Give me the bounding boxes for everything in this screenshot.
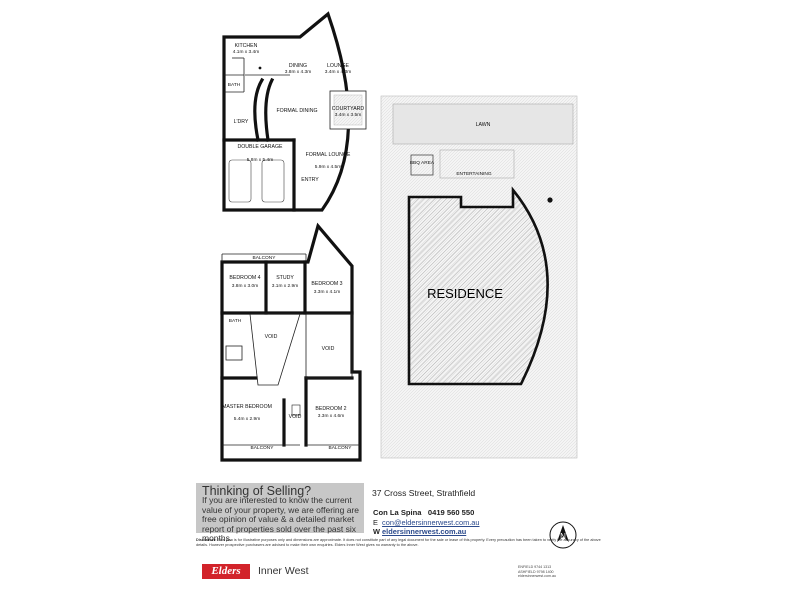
ff-void-1-label: VOID [265,334,278,340]
site-bbq-label: BBQ AREA [410,160,435,166]
office-contacts: ENFIELD 9744 1313 ASHFIELD 9798 1400 eld… [518,565,556,579]
ff-bedroom2-label: BEDROOM 2 [315,406,346,412]
agent-email-link[interactable]: con@eldersinnerwest.com.au [382,518,480,527]
ff-bedroom3-label: BEDROOM 3 [311,281,342,287]
elders-logo: Elders [202,564,250,579]
ff-master-dims: 5.4m x 2.9m [234,416,260,422]
agency-website-link[interactable]: eldersinnerwest.com.au [382,527,467,536]
gf-lounge-label: LOUNGE [327,63,349,69]
ff-balcony-right-label: BALCONY [329,445,353,451]
site-residence-label: RESIDENCE [427,286,503,301]
disclaimer: Disclaimer: This plan is for illustrativ… [196,538,606,547]
gf-laundry-label: L'DRY [234,119,249,125]
disclaimer-text: This plan is for illustrative purposes o… [196,538,601,547]
ff-bedroom3-dims: 3.3m x 4.1m [314,289,340,295]
brand-name: Inner West [258,565,309,577]
office-3: eldersinnerwest.com.au [518,574,556,578]
gf-dining-label: DINING [289,63,307,69]
ff-study-label: STUDY [276,275,294,281]
ff-void-3-label: VOID [289,414,302,420]
ff-balcony-left-label: BALCONY [251,445,275,451]
web-prefix: W [373,527,380,536]
ff-bath-label: BATH [229,318,242,324]
agency-website-line: W eldersinnerwest.com.au [373,527,466,536]
gf-courtyard-dims: 3.4m x 3.5m [335,112,361,118]
office-1: ENFIELD 9744 1313 [518,565,552,569]
ff-master-label: MASTER BEDROOM [222,404,272,410]
north-compass-icon: N [549,521,577,549]
agent-contact: Con La Spina 0419 560 550 [373,508,474,517]
gf-garage-label: DOUBLE GARAGE [238,144,284,150]
ff-balcony-top-label: BALCONY [253,255,277,261]
agent-name: Con La Spina [373,508,422,517]
promo-box [196,483,364,533]
gf-courtyard-label: COURTYARD [332,106,365,112]
ff-bedroom4-dims: 3.8m x 3.0m [232,283,258,289]
ff-void-2-label: VOID [322,346,335,352]
promo-title: Thinking of Selling? [202,484,312,498]
site-entertaining-label: ENTERTAINING [456,171,492,177]
agent-phone: 0419 560 550 [427,508,475,517]
site-plan: LAWN BBQ AREA ENTERTAINING RESIDENCE [380,95,578,459]
gf-kitchen-label: KITCHEN [235,43,258,49]
ff-bedroom2-dims: 3.3m x 4.6m [318,413,344,419]
first-floor-plan: BALCONY BEDROOM 4 3.8m x 3.0m STUDY 3.1m… [220,222,362,462]
gf-formal-lounge-label: FORMAL LOUNGE [306,152,351,158]
gf-bath-label: BATH [228,82,241,88]
gf-lounge-dims: 3.4m x 4.3m [325,69,351,75]
gf-formal-dining-label: FORMAL DINING [276,108,317,114]
office-2: ASHFIELD 9798 1400 [518,569,554,574]
promo-body: If you are interested to know the curren… [202,495,360,544]
ground-floor-plan: KITCHEN 4.1m x 3.4m DINING 3.8m x 4.3m L… [222,11,367,212]
gf-dining-dims: 3.8m x 4.3m [285,69,311,75]
site-lawn-label: LAWN [476,122,491,128]
gf-formal-lounge-dims: 5.9m x 4.5m [315,164,341,170]
svg-text:N: N [560,532,566,541]
property-address: 37 Cross Street, Strathfield [372,488,476,498]
agent-email-line: E con@eldersinnerwest.com.au [373,518,480,527]
gf-kitchen-dims: 4.1m x 3.4m [233,49,259,55]
ff-study-dims: 3.1m x 2.9m [272,283,298,289]
gf-garage-dims: 5.8m x 5.4m [247,157,273,163]
ff-bedroom4-label: BEDROOM 4 [229,275,260,281]
disclaimer-label: Disclaimer: [196,538,217,542]
gf-entry-label: ENTRY [301,177,319,183]
email-prefix: E [373,518,378,527]
